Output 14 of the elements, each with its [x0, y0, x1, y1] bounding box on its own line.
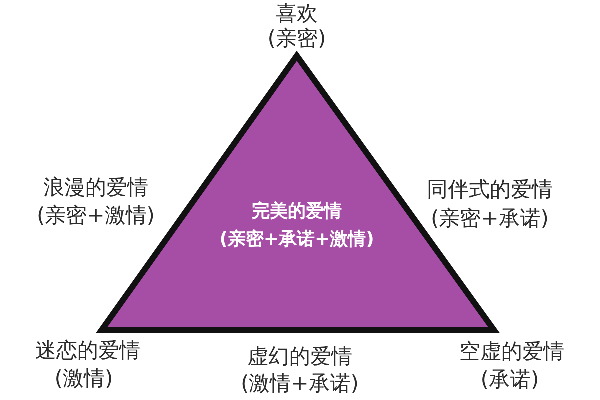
vertex-sublabel: (激情): [54, 367, 114, 391]
side-sublabel: (亲密+激情): [37, 204, 155, 228]
side-sublabel: (激情+承诺): [241, 372, 359, 396]
side-label: 浪漫的爱情: [44, 176, 148, 200]
side-sublabel: (亲密+承诺): [431, 207, 549, 231]
center-title: 完美的爱情: [252, 202, 342, 222]
vertex-sublabel: (亲密): [268, 27, 326, 51]
center-subtitle: (亲密+承诺+激情): [220, 230, 374, 250]
vertex-sublabel: (承诺): [480, 368, 540, 392]
side-label: 虚幻的爱情: [248, 345, 352, 369]
side-label: 同伴式的爱情: [427, 178, 553, 202]
vertex-label: 迷恋的爱情: [36, 339, 140, 363]
vertex-label: 空虚的爱情: [460, 340, 564, 364]
vertex-label: 喜欢: [276, 2, 318, 26]
